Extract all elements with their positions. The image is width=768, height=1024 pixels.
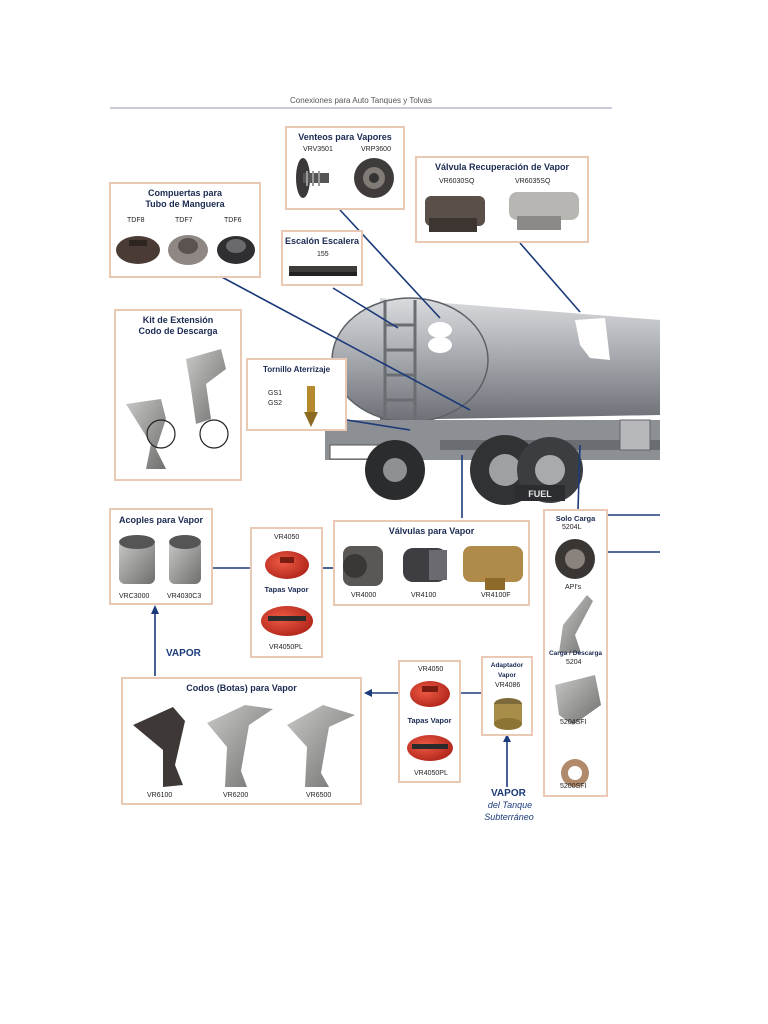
acoples-item-label: VRC3000 bbox=[119, 593, 150, 600]
compuertas-item-label: TDF8 bbox=[127, 217, 145, 224]
pointer-lines bbox=[154, 209, 660, 787]
valvulas-box: Válvulas para Vapor VR4000 VR4100 VR4100… bbox=[333, 520, 530, 606]
adaptador-title-2: Vapor bbox=[497, 672, 517, 679]
recuperacion-item-label: VR6030SQ bbox=[439, 178, 475, 185]
carga-title-2: 5204L bbox=[562, 524, 582, 531]
kit-title-2: Codo de Descarga bbox=[138, 326, 218, 336]
valvulas-title: Válvulas para Vapor bbox=[388, 526, 475, 536]
mud-flap bbox=[515, 485, 565, 501]
vapor-bottom-sub-1: del Tanque bbox=[487, 800, 533, 810]
carga-title-1: Solo Carga bbox=[555, 514, 596, 523]
kit-box: Kit de Extensión Codo de Descarga bbox=[114, 309, 242, 481]
hose-cover-icon bbox=[116, 235, 255, 265]
recuperacion-box: Válvula Recuperación de Vapor VR6030SQ V… bbox=[415, 156, 589, 243]
red-cap-icon bbox=[410, 681, 450, 707]
codos-title: Codos (Botas) para Vapor bbox=[186, 683, 297, 693]
carga-item-label: Carga / Descarga bbox=[548, 650, 603, 657]
arrow-heads bbox=[151, 605, 511, 742]
red-cap-locking-icon bbox=[407, 735, 453, 761]
acoples-title: Acoples para Vapor bbox=[118, 515, 204, 525]
adaptador-code: VR4086 bbox=[495, 682, 521, 689]
kit-title-1: Kit de Extensión bbox=[142, 315, 214, 325]
carga-item-label: API's bbox=[565, 584, 582, 591]
compuertas-title-2: Tubo de Manguera bbox=[145, 199, 225, 209]
vent-valve-icon bbox=[296, 158, 394, 198]
tank-body bbox=[331, 297, 660, 423]
tapas-top-code: VR4050 bbox=[274, 534, 300, 541]
codos-box: Codos (Botas) para Vapor VR6100 VR6200 V… bbox=[121, 677, 362, 805]
codos-item-label: VR6200 bbox=[223, 792, 249, 799]
tapas-bottom-code-bottom: VR4050PL bbox=[414, 770, 448, 777]
escalon-box: Escalón Escalera 155 bbox=[281, 230, 363, 286]
tapas-top-title: Tapas Vapor bbox=[264, 585, 309, 594]
carga-item-label: 5200SFI bbox=[560, 783, 587, 790]
compuertas-item-label: TDF6 bbox=[224, 217, 242, 224]
adaptador-box: Adaptador Vapor VR4086 bbox=[481, 656, 533, 736]
loading-adapter-icon bbox=[555, 539, 601, 787]
recuperacion-title: Válvula Recuperación de Vapor bbox=[434, 162, 570, 172]
carga-item-label: 5204 bbox=[566, 659, 582, 666]
venteos-box: Venteos para Vapores VRV3501 VRP3600 bbox=[285, 126, 405, 210]
tapas-bottom-box: VR4050 Tapas Vapor VR4050PL bbox=[398, 660, 461, 783]
vapor-adapter-icon bbox=[494, 698, 522, 730]
red-cap-icon bbox=[265, 551, 309, 579]
fuel-label: FUEL bbox=[528, 489, 552, 499]
venteos-title: Venteos para Vapores bbox=[298, 132, 392, 142]
tapas-top-code-bottom: VR4050PL bbox=[269, 644, 303, 651]
recovery-valve-icon bbox=[425, 192, 579, 232]
tornillo-item-label: GS2 bbox=[268, 400, 283, 407]
tornillo-item-label: GS1 bbox=[268, 390, 283, 397]
escalon-title: Escalón Escalera bbox=[284, 236, 360, 246]
codos-item-label: VR6500 bbox=[306, 792, 332, 799]
valvulas-item-label: VR4100 bbox=[411, 592, 437, 599]
codos-item-label: VR6100 bbox=[147, 792, 173, 799]
vapor-elbow-icon bbox=[133, 705, 355, 787]
venteos-item-label: VRV3501 bbox=[303, 146, 333, 153]
vapor-coupler-icon bbox=[119, 535, 201, 584]
recuperacion-item-label: VR6035SQ bbox=[515, 178, 551, 185]
discharge-elbow-icon bbox=[126, 349, 229, 469]
valvulas-item-label: VR4000 bbox=[351, 592, 377, 599]
tornillo-box: Tornillo Aterrizaje GS1 GS2 bbox=[246, 358, 347, 431]
venteos-item-label: VRP3600 bbox=[361, 146, 391, 153]
carga-box: Solo Carga 5204L API's Carga / Descarga … bbox=[543, 509, 608, 797]
vapor-valve-icon bbox=[343, 546, 523, 590]
ladder-step-icon bbox=[289, 266, 357, 276]
tapas-bottom-title: Tapas Vapor bbox=[407, 716, 452, 725]
compuertas-title-1: Compuertas para bbox=[147, 188, 223, 198]
page-header: Conexiones para Auto Tanques y Tolvas bbox=[289, 96, 433, 105]
acoples-box: Acoples para Vapor VRC3000 VR4030C3 bbox=[109, 508, 213, 605]
acoples-item-label: VR4030C3 bbox=[167, 593, 202, 600]
carga-item-label: 5204SFI bbox=[560, 719, 587, 726]
vapor-left-label: VAPOR bbox=[166, 648, 201, 659]
tapas-top-box: VR4050 Tapas Vapor VR4050PL bbox=[250, 527, 323, 658]
header-divider bbox=[110, 107, 612, 109]
tornillo-title: Tornillo Aterrizaje bbox=[262, 365, 331, 374]
tapas-bottom-code: VR4050 bbox=[418, 666, 444, 673]
compuertas-item-label: TDF7 bbox=[175, 217, 193, 224]
valvulas-item-label: VR4100F bbox=[481, 592, 511, 599]
adaptador-title-1: Adaptador bbox=[490, 662, 524, 669]
escalon-item-label: 155 bbox=[317, 251, 329, 258]
vapor-bottom-label: VAPOR bbox=[491, 788, 526, 799]
grounding-screw-icon bbox=[304, 386, 318, 427]
vapor-bottom-sub-2: Subterráneo bbox=[484, 812, 534, 822]
compuertas-box: Compuertas para Tubo de Manguera TDF8 TD… bbox=[109, 182, 261, 278]
red-cap-locking-icon bbox=[261, 606, 313, 636]
